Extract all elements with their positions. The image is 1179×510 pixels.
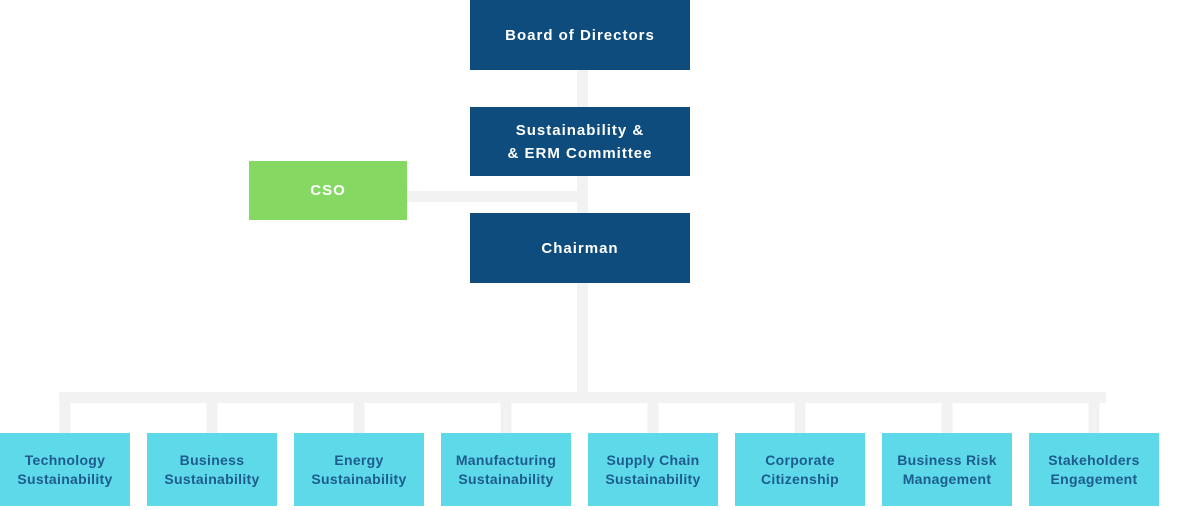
dept-label: Energy Sustainability	[311, 451, 407, 487]
connector-stub	[794, 392, 806, 433]
connector-stub	[647, 392, 659, 433]
dept-label: Business Risk Management	[897, 451, 997, 487]
connector-departments-horizontal	[59, 392, 1106, 403]
connector-stub	[353, 392, 365, 433]
dept-label: Corporate Citizenship	[761, 451, 839, 487]
connector-board-committee	[577, 70, 588, 107]
dept-energy-sustainability: Energy Sustainability	[294, 392, 424, 506]
dept-business-sustainability: Business Sustainability	[147, 392, 277, 506]
dept-label: Manufacturing Sustainability	[455, 451, 557, 487]
dept-business-risk-management: Business Risk Management	[882, 392, 1012, 506]
connector-stub	[1088, 392, 1100, 433]
org-node-board-of-directors: Board of Directors	[470, 0, 690, 70]
org-node-cso: CSO	[249, 161, 407, 220]
org-node-sustainability-erm-committee: Sustainability & & ERM Committee	[470, 107, 690, 176]
dept-technology-sustainability: Technology Sustainability	[0, 392, 130, 506]
dept-label: Technology Sustainability	[17, 451, 113, 487]
connector-cso-branch	[407, 191, 588, 202]
dept-label: Supply Chain Sustainability	[605, 451, 701, 487]
connector-stub	[206, 392, 218, 433]
connector-stub	[500, 392, 512, 433]
dept-stakeholders-engagement: Stakeholders Engagement	[1029, 392, 1159, 506]
connector-stub	[59, 392, 71, 433]
org-node-chairman: Chairman	[470, 213, 690, 283]
connector-stub	[941, 392, 953, 433]
dept-label: Stakeholders Engagement	[1048, 451, 1140, 487]
department-row: Technology Sustainability Business Susta…	[0, 392, 1159, 506]
dept-corporate-citizenship: Corporate Citizenship	[735, 392, 865, 506]
dept-label: Business Sustainability	[164, 451, 260, 487]
dept-manufacturing-sustainability: Manufacturing Sustainability	[441, 392, 571, 506]
connector-chairman-departments	[577, 283, 588, 392]
dept-supply-chain-sustainability: Supply Chain Sustainability	[588, 392, 718, 506]
